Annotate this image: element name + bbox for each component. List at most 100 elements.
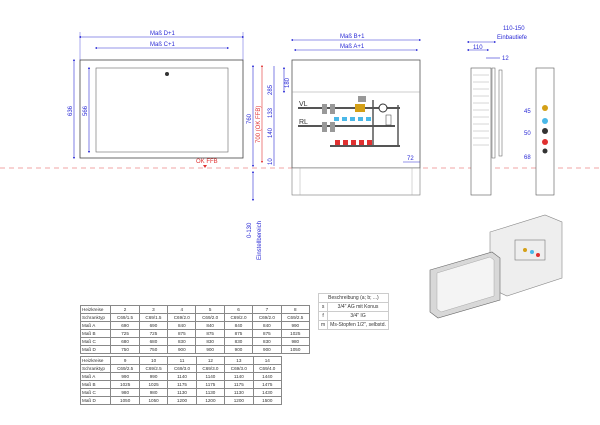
table-cell: C69/2.0 — [195, 313, 225, 322]
dim-d-label: Maß D+1 — [150, 31, 176, 37]
table-cell: 875 — [252, 329, 282, 338]
table-cell: C69/2.0 — [167, 313, 197, 322]
table-cell: 1050 — [110, 396, 140, 405]
row-label: Maß A — [79, 372, 112, 381]
legend-key: f — [317, 311, 329, 321]
row-label: Maß C — [79, 337, 112, 346]
table-cell: 1175 — [224, 380, 254, 389]
table-cell: 680 — [110, 337, 140, 346]
side-view: 110-150 Einbautiefe 110 12 45 50 68 — [466, 26, 555, 196]
isometric-cabinet-image — [429, 214, 563, 319]
d72-label: 72 — [407, 156, 414, 162]
table-cell: 1130 — [224, 388, 254, 397]
table-cell: C69/1.5 — [138, 313, 169, 322]
table-cell: 12 — [195, 356, 226, 365]
table-cell: 990 — [110, 372, 140, 381]
rl-label: RL — [299, 119, 308, 126]
table-cell: 680 — [138, 337, 169, 346]
table-cell: 11 — [167, 356, 197, 365]
table-cell: 900 — [223, 345, 254, 354]
d110-label: 110 — [473, 45, 483, 51]
row-label: Maß D — [79, 345, 112, 354]
legend-text: 3/4" AG mit Konus — [327, 302, 389, 312]
height-ffb-label: 700 (OK FFB) — [256, 106, 262, 143]
table-cell: 840 — [252, 321, 282, 330]
table-cell: 690 — [110, 321, 140, 330]
keyhole-icon — [165, 72, 169, 76]
table-cell: 750 — [110, 345, 140, 354]
table-cell: 990 — [138, 372, 169, 381]
table-cell: C69/2.5 — [110, 364, 140, 373]
dim-c-label: Maß C+1 — [150, 42, 176, 48]
table-cell: C69/3.0 — [224, 364, 254, 373]
table-cell: 875 — [195, 329, 225, 338]
table-cell: 990 — [280, 321, 311, 330]
row-label: Maß B — [79, 329, 112, 338]
legend-header: Beschreibung (a; b; ...) — [318, 293, 389, 303]
table-cell: 1050 — [280, 345, 311, 354]
row-label: Schranktyp — [79, 364, 112, 373]
table-cell: 5 — [195, 305, 225, 314]
table-cell: 10 — [138, 356, 169, 365]
height-total-label: 760 — [247, 113, 253, 124]
table-cell: 1500 — [252, 396, 283, 405]
table-cell: 1025 — [110, 380, 140, 389]
table-cell: 1200 — [195, 396, 226, 405]
height-inner-label: 566 — [83, 105, 89, 116]
d133-label: 133 — [268, 107, 274, 118]
table-cell: C69/2.0 — [252, 313, 282, 322]
vl-label: VL — [299, 101, 308, 108]
table-cell: 1440 — [252, 372, 283, 381]
legend-key: m — [317, 320, 329, 330]
d50-label: 50 — [524, 131, 531, 137]
table-cell: 3 — [138, 305, 169, 314]
table-cell: 830 — [252, 337, 282, 346]
table-cell: 1175 — [195, 380, 226, 389]
row-label: Heizkreise — [79, 305, 112, 314]
table-cell: 14 — [252, 356, 283, 365]
table-cell: 1200 — [224, 396, 254, 405]
d45-label: 45 — [524, 109, 531, 115]
table-cell: 725 — [110, 329, 140, 338]
table-cell: 13 — [224, 356, 254, 365]
legend-text: Ms-Stopfen 1/2", selbstd. — [327, 320, 389, 330]
row-label: Heizkreise — [79, 356, 112, 365]
table-cell: 1025 — [138, 380, 169, 389]
table-cell: 830 — [195, 337, 225, 346]
table-cell: 875 — [167, 329, 197, 338]
table-cell: 9 — [110, 356, 140, 365]
row-label: Schranktyp — [79, 313, 112, 322]
table-cell: 1175 — [167, 380, 197, 389]
table-cell: 1475 — [252, 380, 283, 389]
table-cell: C69/2.5 — [138, 364, 169, 373]
table-cell: 1130 — [195, 388, 226, 397]
table-cell: 2 — [110, 305, 140, 314]
table-cell: 1025 — [280, 329, 311, 338]
height-outer-label: 636 — [68, 105, 74, 116]
depth-label: Einbautiefe — [497, 35, 528, 41]
table-cell: 690 — [138, 321, 169, 330]
table-cell: 900 — [167, 345, 197, 354]
front-view: Maß D+1 Maß C+1 636 566 OK FFB — [68, 31, 245, 168]
d10-label: 10 — [268, 158, 274, 165]
table-cell: 8 — [280, 305, 311, 314]
table-cell: C69/2.5 — [280, 313, 311, 322]
adjust-label: Einstellbereich — [257, 221, 263, 260]
dim-b-label: Maß B+1 — [340, 34, 365, 40]
table-cell: C69/2.0 — [223, 313, 254, 322]
row-label: Maß C — [79, 388, 112, 397]
table-cell: 725 — [138, 329, 169, 338]
table-cell: C69/1.5 — [110, 313, 140, 322]
d12-label: 12 — [502, 56, 509, 62]
row-label: Maß B — [79, 380, 112, 389]
